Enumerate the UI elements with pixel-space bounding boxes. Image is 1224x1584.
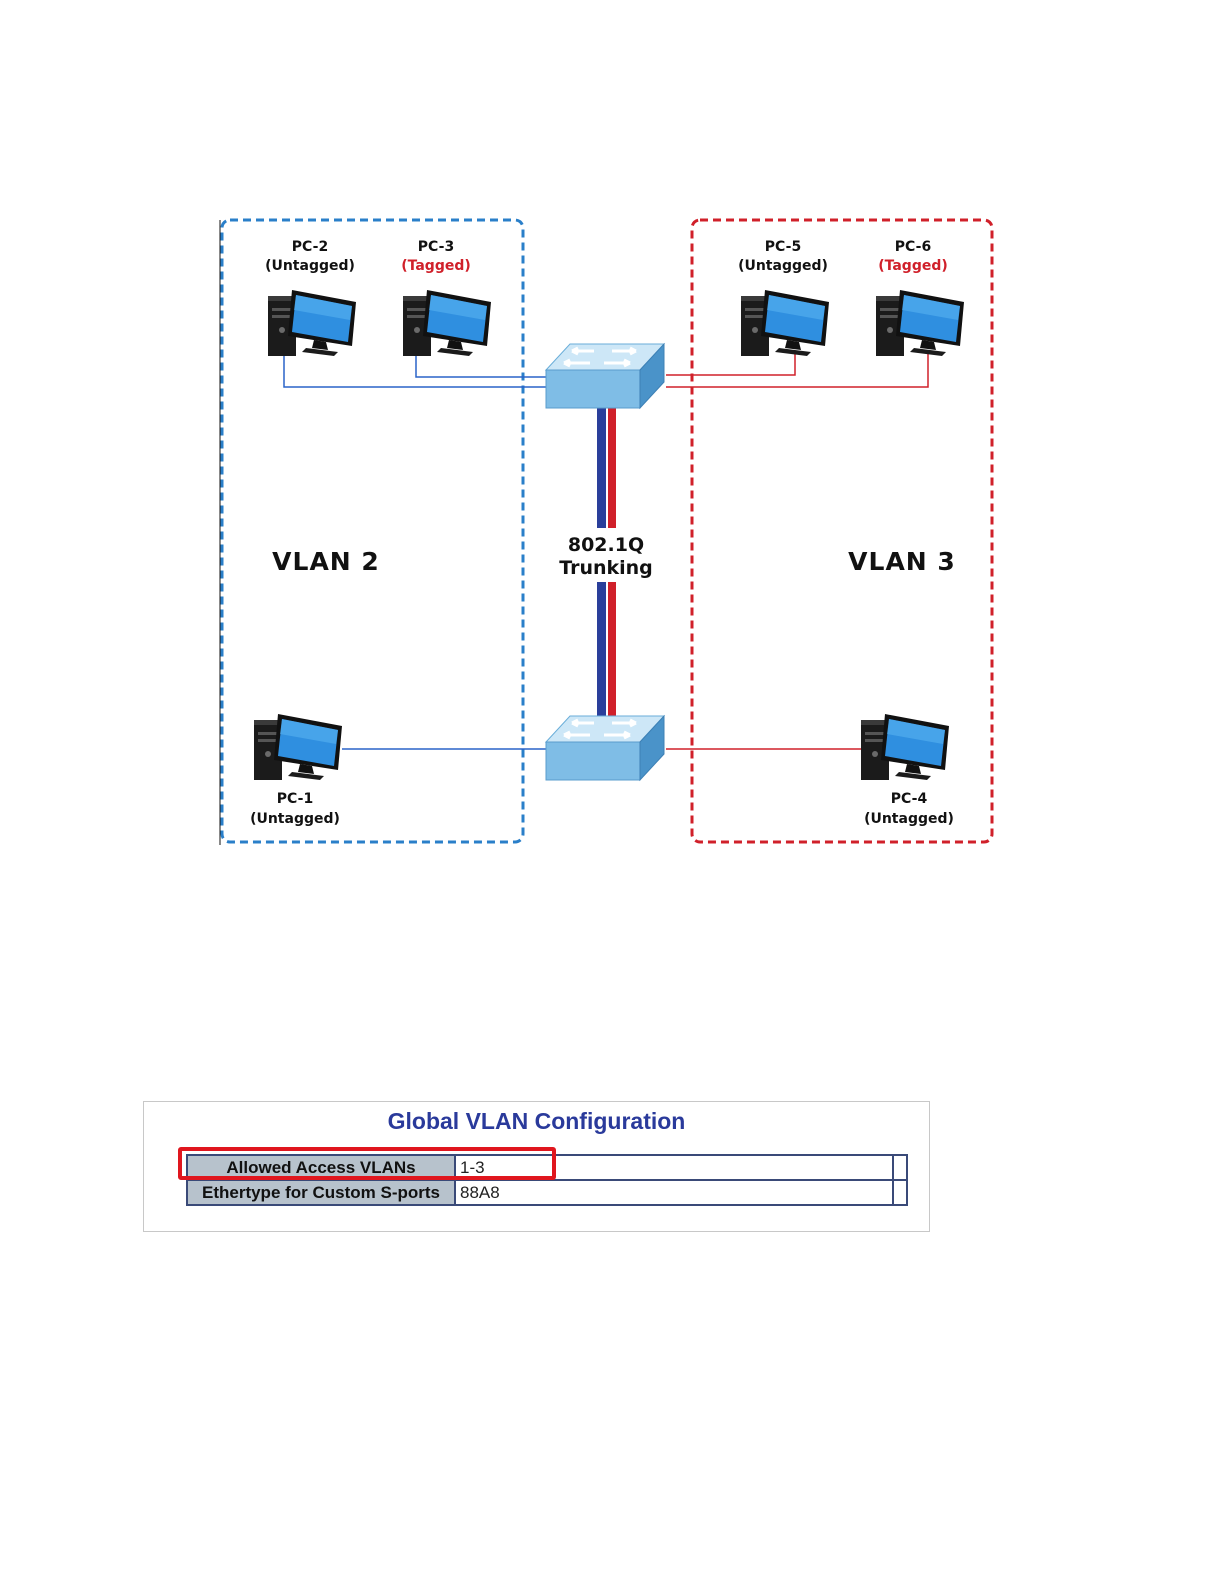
table-row-edge [893,1154,908,1181]
bottom-switch-icon [544,714,666,782]
pc4-mode: (Untagged) [864,811,954,827]
ethertype-custom-sports-label: Ethertype for Custom S-ports [186,1179,456,1206]
link-pc2 [283,352,546,388]
allowed-access-vlans-input[interactable]: 1-3 [454,1154,894,1181]
pc6-mode: (Tagged) [878,258,948,274]
trunk-label-line2: Trunking [559,557,653,579]
vlan2-label: VLAN 2 [272,547,380,576]
top-switch-icon [544,342,666,410]
link-pc6 [666,352,929,388]
config-title: Global VLAN Configuration [387,1108,686,1134]
trunk-label-bg [555,528,659,582]
pc6-name: PC-6 [895,239,931,255]
pc1-name: PC-1 [277,791,313,807]
pc2-mode: (Untagged) [265,258,355,274]
pc4-computer-icon [861,714,949,780]
pc3-computer-icon [403,290,491,356]
table-row: Ethertype for Custom S-ports 88A8 [186,1179,908,1206]
trunk-label-line1: 802.1Q [568,534,644,556]
allowed-access-vlans-label: Allowed Access VLANs [186,1154,456,1181]
link-pc3 [415,352,546,378]
pc3-name: PC-3 [418,239,454,255]
pc2-name: PC-2 [292,239,328,255]
vlan3-zone [690,218,994,844]
pc1-mode: (Untagged) [250,811,340,827]
pc5-computer-icon [741,290,829,356]
pc1-computer-icon [254,714,342,780]
pc4-name: PC-4 [891,791,928,807]
config-table: Allowed Access VLANs 1-3 Ethertype for C… [186,1154,908,1206]
global-vlan-configuration-panel: Global VLAN Configuration Allowed Access… [143,1101,930,1232]
vlan3-label: VLAN 3 [848,547,956,576]
pc3-mode: (Tagged) [401,258,471,274]
pc6-computer-icon [876,290,964,356]
pc2-computer-icon [268,290,356,356]
table-row-edge [893,1179,908,1206]
vlan2-zone [220,218,525,844]
ethertype-custom-sports-input[interactable]: 88A8 [454,1179,894,1206]
table-row: Allowed Access VLANs 1-3 [186,1154,908,1181]
link-pc5 [666,352,796,376]
pc5-name: PC-5 [765,239,801,255]
vlan-trunking-diagram: PC-2 (Untagged) PC-3 (Tagged) PC-5 (Unta… [219,218,994,845]
pc5-mode: (Untagged) [738,258,828,274]
